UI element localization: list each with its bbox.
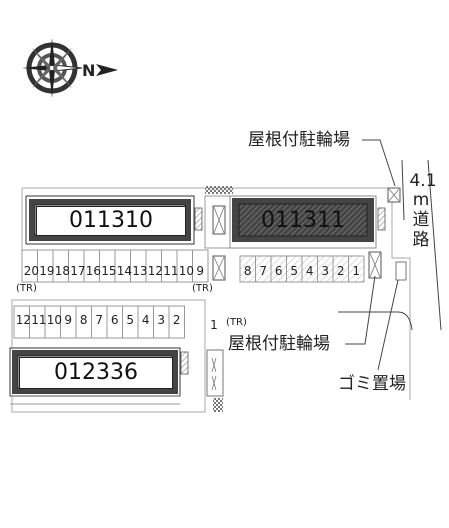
stall-number: 6: [110, 313, 119, 327]
stall-number: 9: [64, 313, 73, 327]
stall-number: 5: [126, 313, 135, 327]
bike-shelter-middle: [212, 251, 407, 281]
building-label-012336: 012336: [19, 357, 173, 389]
bike-shelter-label-bottom: 屋根付駐輪場: [228, 334, 330, 354]
stall-number: 18: [54, 264, 71, 278]
stall-number: 7: [95, 313, 104, 327]
parking-stall: [192, 249, 209, 283]
stall-number: 4: [305, 264, 314, 278]
stall-number: 3: [321, 264, 330, 278]
tr-mark-middle: (TR): [192, 283, 213, 294]
leader-lines: [345, 139, 399, 371]
parking-row-bottom: [13, 305, 185, 339]
stall-number: 3: [157, 313, 166, 327]
building-label-011311: 011311: [261, 208, 345, 233]
stall-number: 2: [336, 264, 345, 278]
stall-number: 9: [196, 264, 205, 278]
tr-mark-lower: (TR): [226, 317, 247, 328]
stall-number: 12: [15, 313, 32, 327]
parking-row-top-right: [239, 255, 365, 283]
road-width-label: 4.1: [409, 171, 437, 191]
stall-number: 11: [31, 313, 47, 327]
stall-number: 19: [39, 264, 55, 278]
tr-mark-left: (TR): [16, 283, 37, 294]
road-char-1: 道: [412, 210, 430, 230]
stall-number: 16: [85, 264, 102, 278]
stall-number: 13: [132, 264, 148, 278]
bike-shelter-label-top: 屋根付駐輪場: [248, 130, 350, 150]
building-label-011310: 011310: [36, 206, 186, 236]
road-char-2: 路: [412, 230, 430, 250]
stall-number: 6: [274, 264, 283, 278]
road-unit-label: m: [412, 190, 430, 210]
stall-number: 10: [178, 264, 195, 278]
stall-number: 15: [101, 264, 117, 278]
road: [338, 159, 442, 331]
stall-number: 8: [243, 264, 252, 278]
stall-number: 14: [116, 264, 133, 278]
stall-number: 20: [23, 264, 40, 278]
building-011311: [204, 186, 401, 249]
parking-row-top-left: [21, 249, 209, 283]
stall-number: 7: [259, 264, 268, 278]
stall-number: 11: [163, 264, 179, 278]
stall-number: 4: [141, 313, 150, 327]
compass-rose-icon: N: [22, 38, 118, 98]
north-letter: N: [82, 61, 95, 80]
stall-number: 17: [70, 264, 86, 278]
parking-stall: [348, 255, 365, 283]
stall-number: 5: [290, 264, 299, 278]
stall-number: 12: [147, 264, 164, 278]
stall-number: 1: [352, 264, 361, 278]
stall-number-single: 1: [210, 318, 218, 332]
stall-number: 8: [79, 313, 88, 327]
stall-number: 2: [172, 313, 181, 327]
stall-number: 10: [46, 313, 63, 327]
garbage-label: ゴミ置場: [338, 374, 406, 394]
north-arrow-icon: [96, 64, 118, 76]
bike-shelter-lower: [206, 349, 224, 412]
parking-stall: [168, 305, 185, 339]
